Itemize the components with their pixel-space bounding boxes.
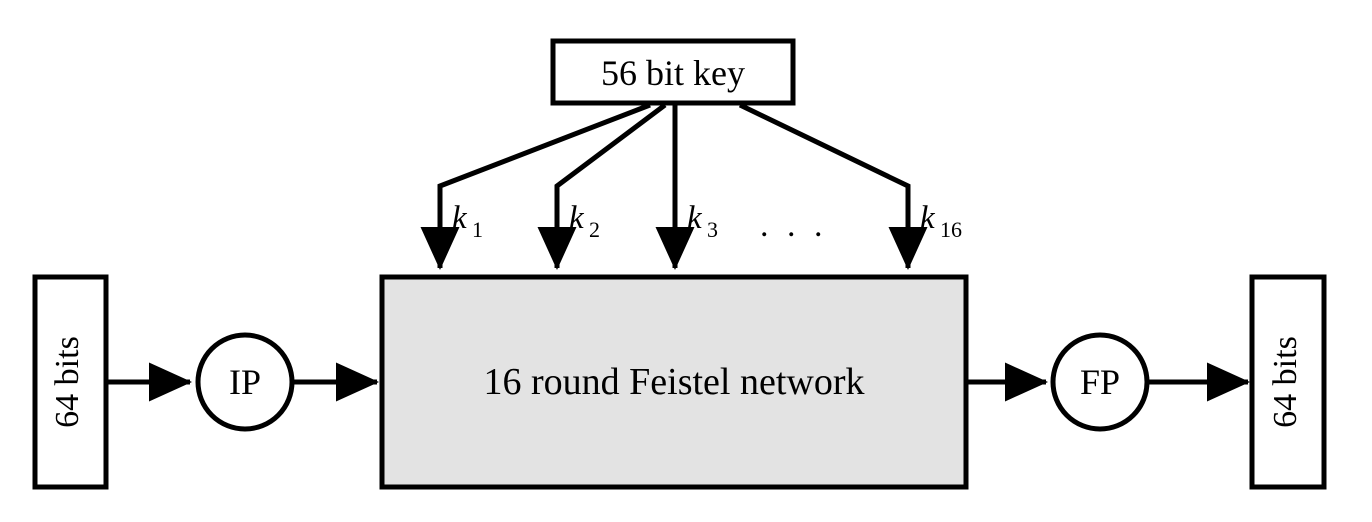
subkey-line-k2 — [537, 103, 667, 271]
input-block-rect — [32, 274, 109, 490]
key-block-label: 56 bit key — [601, 53, 745, 93]
subkey-label-k3: k 3 — [687, 200, 718, 242]
subkey-subscript-k3: 3 — [707, 217, 718, 242]
fp-circle — [1050, 332, 1150, 432]
output-block-label: 64 bits — [1267, 336, 1304, 428]
subkey-subscript-k16: 16 — [940, 217, 962, 242]
final-permutation-node: FP — [1050, 332, 1150, 432]
ip-label: IP — [229, 362, 261, 402]
subkey-subscript-k1: 1 — [472, 217, 483, 242]
subkey-base-k1: k — [452, 200, 468, 236]
output-block-rect — [1249, 274, 1327, 490]
subkey-base-k3: k — [687, 200, 703, 236]
subkey-subscript-k2: 2 — [589, 217, 600, 242]
subkey-base-k16: k — [920, 200, 936, 236]
fp-label: FP — [1080, 362, 1120, 402]
subkey-base-k2: k — [569, 200, 585, 236]
subkey-ellipsis: . . . — [760, 207, 828, 244]
input-block-64bits: 64 bits — [32, 274, 109, 490]
feistel-rect — [379, 274, 969, 490]
initial-permutation-node: IP — [195, 332, 295, 432]
key-block: 56 bit key — [550, 38, 796, 106]
input-block-label: 64 bits — [49, 336, 86, 428]
feistel-label: 16 round Feistel network — [483, 361, 864, 403]
subkey-line-k16 — [738, 102, 928, 271]
subkey-label-k2: k 2 — [569, 200, 600, 242]
key-block-rect — [550, 38, 796, 106]
ip-circle — [195, 332, 295, 432]
feistel-network-block: 16 round Feistel network — [379, 274, 969, 490]
subkey-label-k16: k 16 — [920, 200, 962, 242]
subkey-label-k1: k 1 — [452, 200, 483, 242]
subkey-line-k1 — [420, 102, 651, 271]
output-block-64bits: 64 bits — [1249, 274, 1327, 490]
